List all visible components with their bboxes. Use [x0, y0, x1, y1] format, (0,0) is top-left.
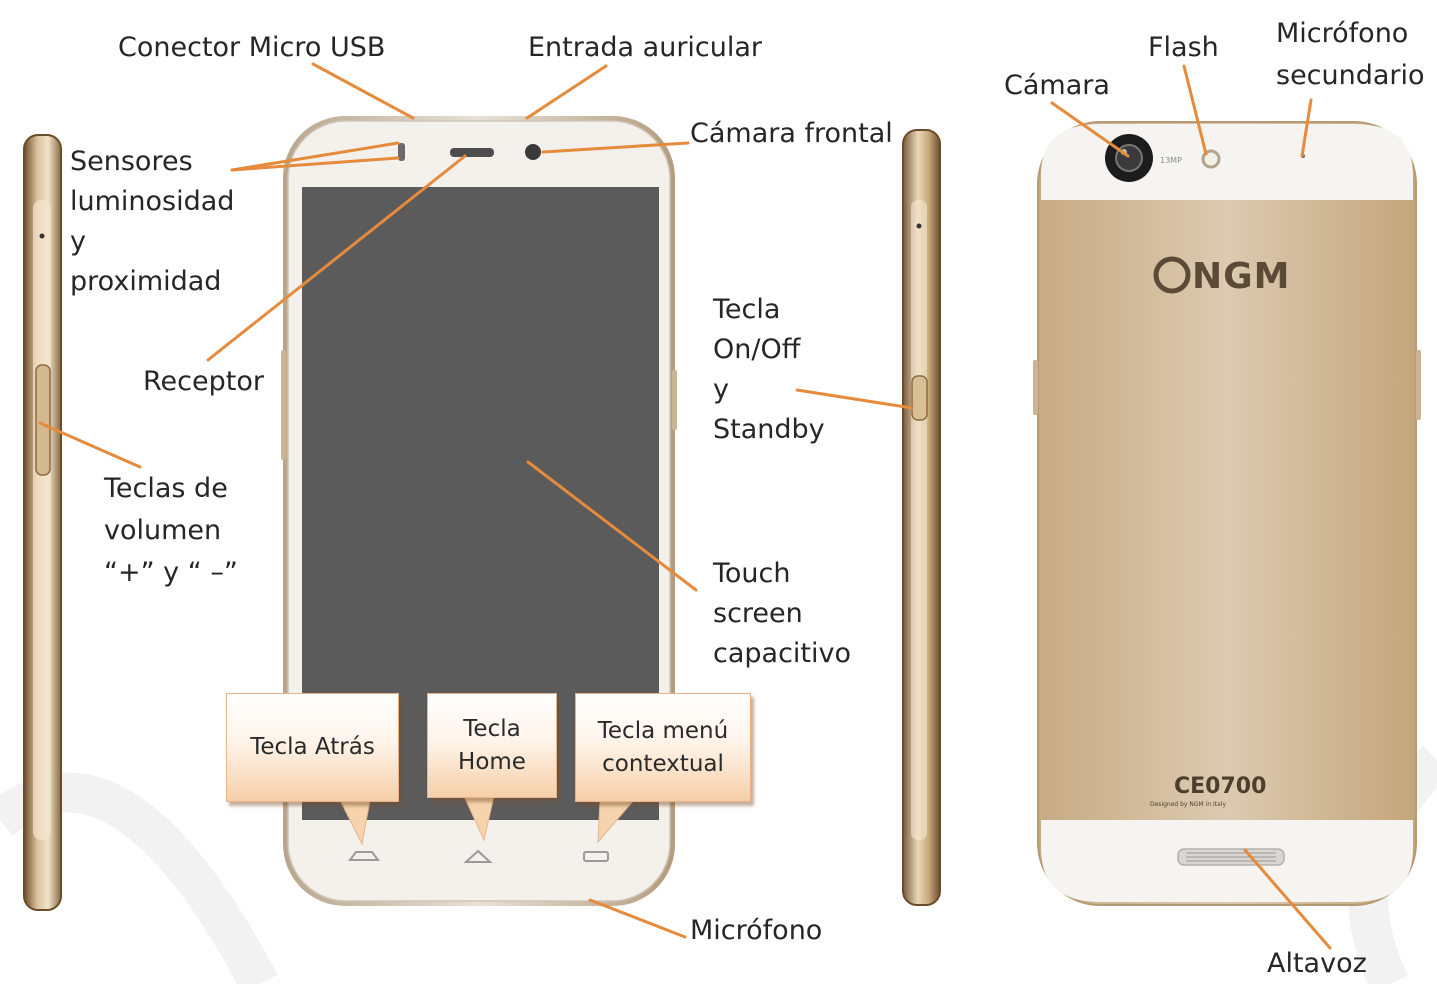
label-secondary-mic: Micrófono secundario — [1276, 18, 1425, 91]
brand-logo-icon — [1153, 256, 1191, 294]
home-key-icon — [463, 849, 493, 863]
power-key-shape — [911, 375, 928, 421]
label-volume-keys: Teclas de volumen “+” y “ –” — [104, 473, 238, 588]
leader-flash — [1182, 64, 1208, 156]
label-power-key: Tecla On/Off y Standby — [713, 294, 825, 445]
brand-logo-text: NGM — [1192, 256, 1291, 297]
leader-front-camera — [541, 141, 690, 154]
leader-micro-usb — [311, 62, 415, 120]
volume-keys-shape — [35, 364, 51, 476]
label-back-camera: Cámara — [1004, 70, 1110, 101]
label-sensors: Sensores luminosidad y proximidad — [70, 146, 235, 297]
phone-right-side — [902, 129, 941, 906]
label-front-camera: Cámara frontal — [690, 118, 893, 149]
label-receiver: Receptor — [143, 366, 264, 397]
label-headphone-jack: Entrada auricular — [528, 32, 763, 63]
label-micro-usb: Conector Micro USB — [118, 32, 386, 63]
leader-sensors-b — [230, 156, 400, 172]
leader-power — [795, 388, 914, 410]
phone-left-side — [23, 134, 62, 911]
designed-by-text: Designed by NGM in Italy — [1150, 801, 1226, 808]
bubble-back-key: Tecla Atrás — [226, 693, 399, 802]
light-sensor — [398, 143, 405, 161]
leader-speaker — [1243, 848, 1332, 950]
menu-key-icon — [583, 851, 609, 862]
bubble-home-key: Tecla Home — [427, 693, 557, 798]
receiver-grille — [450, 148, 494, 157]
bubble-menu-key: Tecla menú contextual — [575, 693, 751, 802]
leader-sensors-a — [230, 141, 400, 172]
leader-touchscreen — [526, 460, 698, 592]
leader-secondary-mic — [1300, 98, 1313, 158]
leader-back-camera — [1050, 101, 1130, 158]
label-flash: Flash — [1148, 32, 1219, 63]
label-speaker: Altavoz — [1267, 948, 1367, 979]
leader-receiver — [206, 154, 467, 362]
label-microphone: Micrófono — [690, 915, 823, 946]
leader-microphone — [588, 898, 687, 939]
back-key-icon — [348, 851, 380, 861]
front-camera-lens — [525, 144, 541, 160]
leader-lines — [38, 62, 1332, 950]
leader-headphone — [525, 64, 608, 120]
leader-volume — [38, 421, 142, 469]
label-touchscreen: Touch screen capacitivo — [713, 558, 852, 669]
camera-spec-text: 13MP — [1160, 156, 1182, 165]
phone-back — [1033, 121, 1421, 906]
ce-mark: CE0700 — [1174, 774, 1266, 799]
